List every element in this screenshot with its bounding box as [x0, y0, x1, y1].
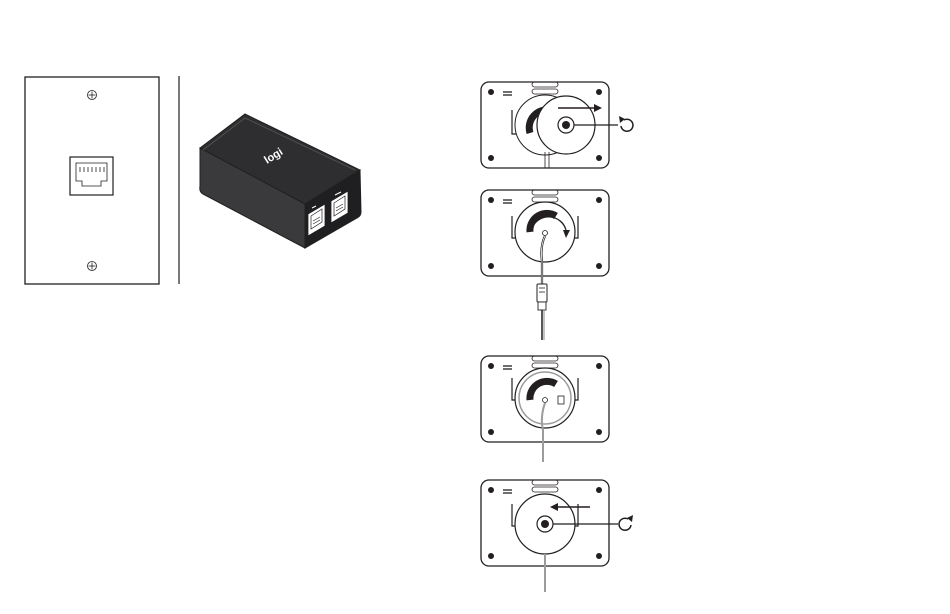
mount-ring: [515, 368, 575, 428]
step-3-cable-secured: [470, 352, 620, 464]
rotate-counterclockwise-icon: [619, 116, 633, 131]
step-1-remove-puck: [470, 78, 645, 176]
divider: [176, 76, 182, 286]
poe-injector-box-icon: logi: [195, 108, 370, 250]
wall-plate: [25, 77, 159, 284]
step-4-reattach-puck: [470, 476, 645, 594]
screw-icon: [88, 262, 97, 271]
ethernet-wall-plate-icon: [22, 75, 162, 287]
rotate-clockwise-icon: [619, 515, 633, 530]
rj45-plug-icon: [537, 284, 547, 340]
step-2-route-cable: [470, 186, 620, 344]
screw-icon: [88, 91, 97, 100]
